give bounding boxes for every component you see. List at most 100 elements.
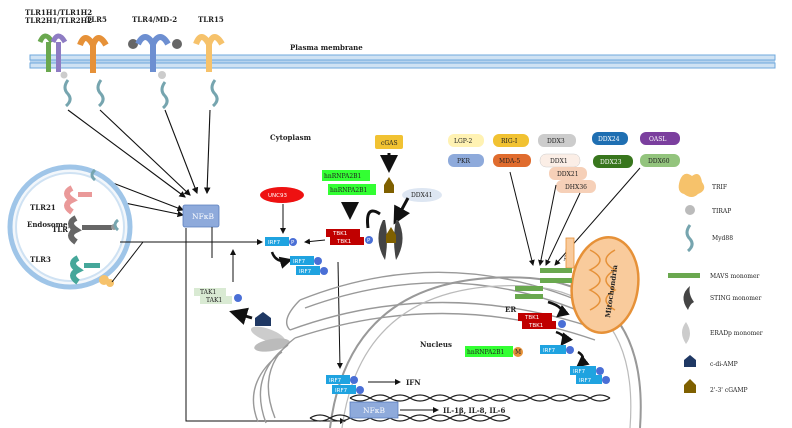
sting-legend-label: STING monomer xyxy=(710,295,761,302)
tak1-phospho xyxy=(234,294,242,302)
mitochondria xyxy=(570,235,640,335)
myd88-adaptors xyxy=(63,79,219,110)
irf7-nuc-b xyxy=(332,385,356,394)
methyl-mark xyxy=(513,347,523,357)
irf7-phospho-a xyxy=(289,238,297,246)
rig1-label: RIG-I xyxy=(501,138,518,145)
ddx1-label: DDX1 xyxy=(550,158,568,165)
mavs-to-tbk1-arrow xyxy=(547,300,570,318)
hnrnpa2b1-nuc-label: hnRNPA2B1 xyxy=(467,349,504,356)
tbk1-to-irf7-arrow xyxy=(304,238,326,245)
irf7-er-label-b: IRF7 xyxy=(573,369,586,375)
irf7-er-phospho-b xyxy=(596,367,604,375)
nfkb-node xyxy=(182,204,220,228)
tlr4-receptor xyxy=(128,34,182,79)
tlr3-label: TLR3 xyxy=(30,255,51,264)
irf7-er-label-a: IRF7 xyxy=(543,348,556,354)
tlr15-label: TLR15 xyxy=(198,15,224,24)
endoplasmic-reticulum xyxy=(252,271,601,424)
tlr4-label: TLR4/MD-2 xyxy=(132,15,177,24)
irf7-er-label-c: IRF7 xyxy=(579,378,592,384)
eradp-legend-icon xyxy=(682,322,690,344)
irf7-er-b xyxy=(570,366,596,375)
lgp2-label: LGP-2 xyxy=(454,138,473,145)
myd88-legend-label: Myd88 xyxy=(712,235,733,242)
irf7-nuc-a xyxy=(326,375,350,384)
cytoplasm-label: Cytoplasm xyxy=(270,133,312,142)
unc93-node xyxy=(260,187,304,203)
ddx41-node xyxy=(402,188,442,202)
cytokines-label: IL-1β, IL-8, IL-6 xyxy=(443,406,505,415)
tlr3-receptor xyxy=(70,255,114,287)
cdiamp-legend-icon xyxy=(684,355,696,367)
legend xyxy=(668,173,705,393)
irf7-nuc-phospho-b xyxy=(356,386,364,394)
myd88-legend-icon xyxy=(685,224,694,253)
irf7-label-a: IRF7 xyxy=(268,240,281,246)
nfkb-label: NFκB xyxy=(192,212,214,221)
tbk1-node-b xyxy=(330,237,364,245)
mavs-legend-label: MAVS monomer xyxy=(710,273,760,280)
irf7-er-phospho-c xyxy=(602,376,610,384)
pkr-label: PKR xyxy=(457,158,471,165)
hnrnpa2b1-a-node xyxy=(322,170,370,181)
tbk1-label-b: TBK1 xyxy=(336,239,351,245)
tbk1-er-label-a: TBK1 xyxy=(524,315,539,321)
sting-dimer xyxy=(378,220,403,260)
tlr21-receptor xyxy=(64,185,92,215)
cdiamp-molecule xyxy=(255,312,271,326)
irf7-node-c xyxy=(296,266,320,275)
irf7-p-a: P xyxy=(291,240,295,246)
hnrnpa2b1-nuc-node xyxy=(465,346,513,357)
cgamp-legend-icon xyxy=(684,379,696,393)
sensor-pills xyxy=(448,132,680,193)
ddx3-label: DDX3 xyxy=(547,138,565,145)
irf7-er-dimer-arrow xyxy=(576,350,590,368)
eradp-complex xyxy=(250,326,290,352)
sting-curve-arrow xyxy=(366,209,381,229)
ddx21-label: DDX21 xyxy=(557,171,579,178)
dhx36-label: DHX36 xyxy=(565,184,587,191)
irf7-dimerize-arrow xyxy=(270,251,293,269)
znfx1-node xyxy=(565,237,575,269)
mavs-aggregate xyxy=(515,268,572,299)
tak1-node-a xyxy=(194,288,226,296)
nucleus-label: Nucleus xyxy=(420,340,452,349)
ddx41-label: DDX41 xyxy=(411,192,433,199)
tak1-label-a: TAK1 xyxy=(200,289,216,296)
er-label: ER xyxy=(505,305,516,314)
irf7-label-c: IRF7 xyxy=(299,269,312,275)
hnrnpa2b1-a-label: hnRNPA2B1 xyxy=(324,173,361,180)
methyl-label: M xyxy=(515,349,521,356)
tlr1-2-receptor xyxy=(37,33,68,79)
irf7-er-c xyxy=(576,375,602,384)
dna-strands xyxy=(309,394,611,422)
tlr3-connector xyxy=(111,241,144,283)
irf7-node-b xyxy=(290,256,314,265)
ddx23-label: DDX23 xyxy=(600,159,622,166)
irf7-nuc-label-b: IRF7 xyxy=(335,388,348,394)
cgamp-legend-label: 2'-3' cGAMP xyxy=(710,387,748,394)
tbk1-er-phospho xyxy=(558,320,566,328)
irf7-node-a xyxy=(265,237,289,246)
trif-legend-icon xyxy=(678,173,705,197)
cdiamp-to-tak1-arrow xyxy=(229,307,253,325)
endosome-myd88 xyxy=(90,168,120,232)
tbk1-label-a: TBK1 xyxy=(332,231,347,237)
hnrnpa2b1-b-node xyxy=(328,184,376,195)
hnrnpa2b1-b-label: hnRNPA2B1 xyxy=(330,187,367,194)
tbk1-p-label: P xyxy=(367,238,371,244)
tlr2-6-label: TLR2H1/TLR2H2 xyxy=(25,16,92,25)
cgas-label: cGAS xyxy=(381,140,398,147)
tbk1-er-to-irf7-arrow xyxy=(555,330,573,347)
irf7-er-a xyxy=(540,345,566,354)
tbk1-er-a xyxy=(518,313,552,321)
tlr21-label: TLR21 xyxy=(30,203,56,212)
tbk1-phospho xyxy=(365,236,373,244)
endosome-label: Endosome xyxy=(27,220,68,229)
irf7-phospho-c xyxy=(320,267,328,275)
mavs-legend-icon xyxy=(668,273,700,278)
tirap-legend-icon xyxy=(685,205,695,215)
cgamp-molecule xyxy=(384,177,394,193)
tirap-legend-label: TIRAP xyxy=(712,208,731,215)
